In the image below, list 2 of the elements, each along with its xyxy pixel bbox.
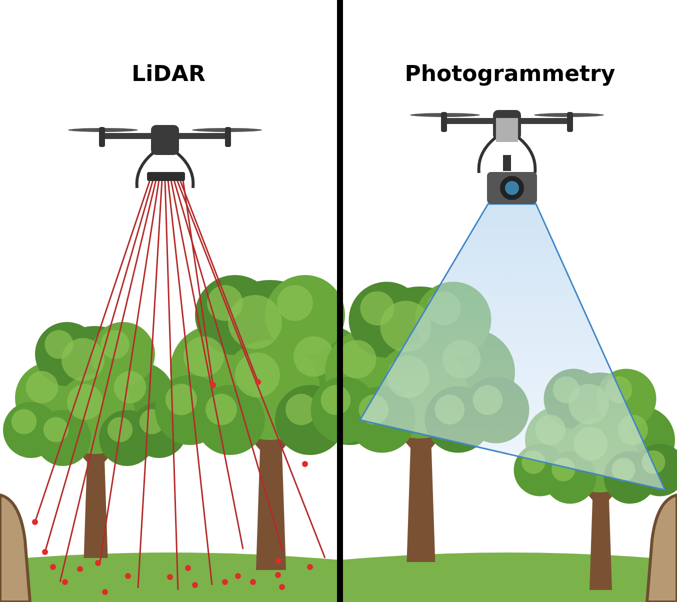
panel-title: LiDAR [130, 61, 206, 89]
panel-title: Photogrammetry [404, 61, 616, 89]
